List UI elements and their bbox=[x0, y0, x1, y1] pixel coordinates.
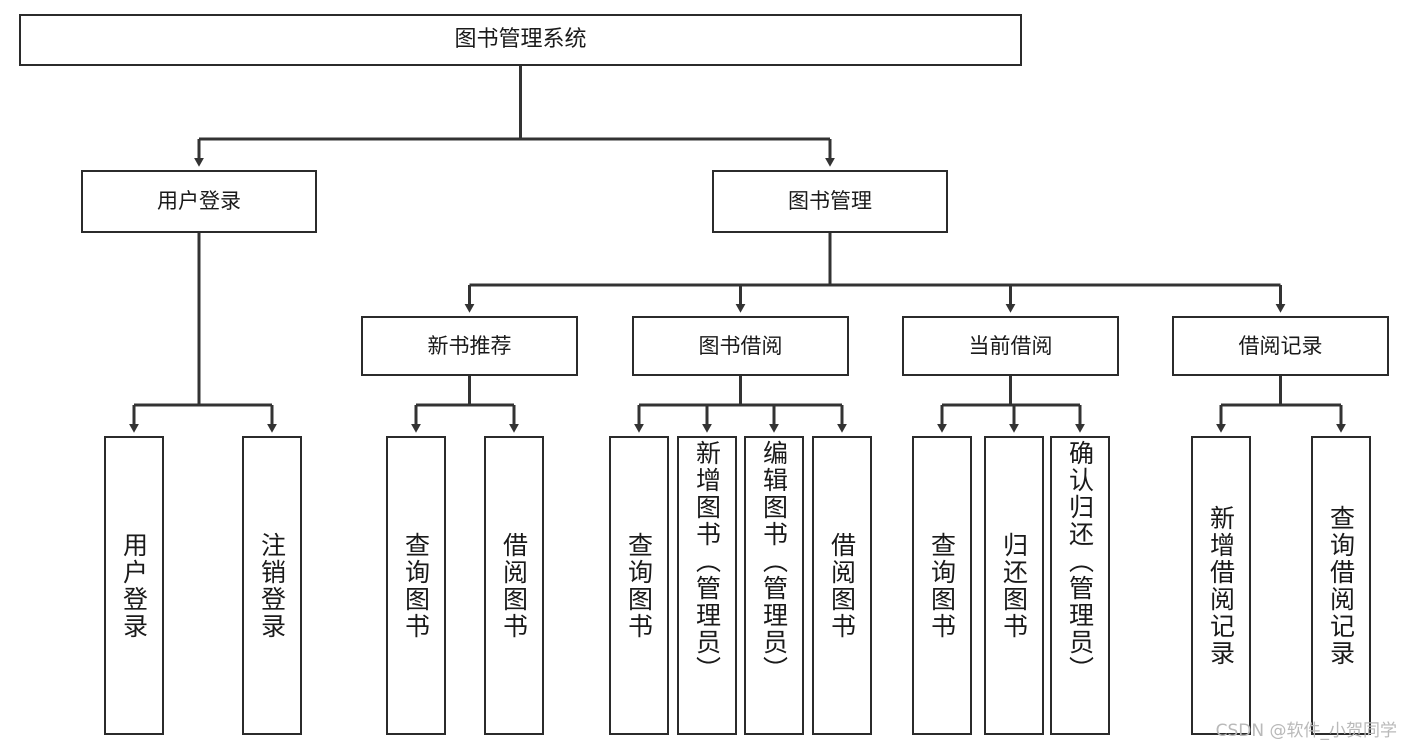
node-label: 查询图书 bbox=[624, 531, 654, 640]
node-new-book-recommend[interactable]: 新书推荐 bbox=[361, 316, 578, 376]
node-label: 编辑图书（管理员） bbox=[759, 440, 789, 683]
node-root[interactable]: 图书管理系统 bbox=[19, 14, 1022, 66]
node-borrow-record[interactable]: 借阅记录 bbox=[1172, 316, 1389, 376]
node-user-login[interactable]: 用户登录 bbox=[81, 170, 317, 233]
node-label: 新增借阅记录 bbox=[1206, 504, 1236, 667]
node-book-management[interactable]: 图书管理 bbox=[712, 170, 948, 233]
leaf-query-book-borrow[interactable]: 查询图书 bbox=[609, 436, 669, 735]
leaf-edit-book-admin[interactable]: 编辑图书（管理员） bbox=[744, 436, 804, 735]
node-label: 查询图书 bbox=[927, 531, 957, 640]
node-label: 注销登录 bbox=[257, 531, 287, 640]
node-label: 查询借阅记录 bbox=[1326, 504, 1356, 667]
leaf-query-book-current[interactable]: 查询图书 bbox=[912, 436, 972, 735]
node-label: 新书推荐 bbox=[427, 333, 512, 358]
node-label: 新增图书（管理员） bbox=[692, 440, 722, 683]
watermark-text: CSDN @软件_小贺同学 bbox=[1215, 721, 1397, 741]
node-label: 借阅记录 bbox=[1238, 333, 1323, 358]
node-label: 归还图书 bbox=[999, 531, 1029, 640]
leaf-logout[interactable]: 注销登录 bbox=[242, 436, 302, 735]
node-current-borrow[interactable]: 当前借阅 bbox=[902, 316, 1119, 376]
leaf-borrow-book-recommend[interactable]: 借阅图书 bbox=[484, 436, 544, 735]
leaf-borrow-book[interactable]: 借阅图书 bbox=[812, 436, 872, 735]
leaf-return-book[interactable]: 归还图书 bbox=[984, 436, 1044, 735]
leaf-add-book-admin[interactable]: 新增图书（管理员） bbox=[677, 436, 737, 735]
node-label: 确认归还（管理员） bbox=[1065, 440, 1095, 683]
leaf-add-borrow-record[interactable]: 新增借阅记录 bbox=[1191, 436, 1251, 735]
node-label: 图书借阅 bbox=[698, 333, 783, 358]
node-label: 借阅图书 bbox=[499, 531, 529, 640]
leaf-user-login[interactable]: 用户登录 bbox=[104, 436, 164, 735]
node-label: 借阅图书 bbox=[827, 531, 857, 640]
leaf-query-book-recommend[interactable]: 查询图书 bbox=[386, 436, 446, 735]
node-label: 当前借阅 bbox=[968, 333, 1053, 358]
node-label: 用户登录 bbox=[157, 189, 241, 214]
node-book-borrow[interactable]: 图书借阅 bbox=[632, 316, 849, 376]
node-label: 图书管理系统 bbox=[454, 27, 587, 53]
node-label: 图书管理 bbox=[788, 189, 872, 214]
leaf-confirm-return-admin[interactable]: 确认归还（管理员） bbox=[1050, 436, 1110, 735]
node-label: 查询图书 bbox=[401, 531, 431, 640]
leaf-query-borrow-record[interactable]: 查询借阅记录 bbox=[1311, 436, 1371, 735]
node-label: 用户登录 bbox=[119, 531, 149, 640]
